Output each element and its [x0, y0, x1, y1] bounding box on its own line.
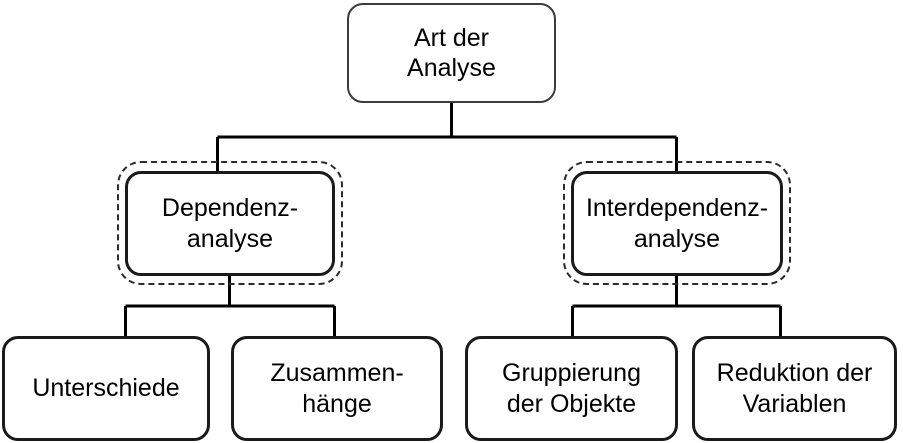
node-label-unterschiede: Unterschiede [32, 374, 180, 403]
node-label-reduktion-der-variablen: Reduktion der Variablen [716, 359, 873, 418]
node-dependenzanalyse[interactable]: Dependenz- analyse [125, 171, 335, 276]
node-reduktion-der-variablen[interactable]: Reduktion der Variablen [692, 336, 897, 441]
node-unterschiede[interactable]: Unterschiede [2, 336, 210, 441]
node-art-der-analyse[interactable]: Art der Analyse [347, 3, 556, 103]
node-label-art-der-analyse: Art der Analyse [407, 23, 496, 83]
node-interdependenzanalyse[interactable]: Interdependenz- analyse [571, 171, 783, 276]
node-label-dependenzanalyse: Dependenz- analyse [161, 194, 299, 253]
node-label-interdependenzanalyse: Interdependenz- analyse [585, 194, 769, 253]
node-label-gruppierung-der-objekte: Gruppierung der Objekte [502, 359, 641, 418]
node-gruppierung-der-objekte[interactable]: Gruppierung der Objekte [465, 336, 678, 441]
node-label-zusammenhaenge: Zusammen- hänge [270, 359, 404, 418]
node-zusammenhaenge[interactable]: Zusammen- hänge [231, 336, 443, 441]
